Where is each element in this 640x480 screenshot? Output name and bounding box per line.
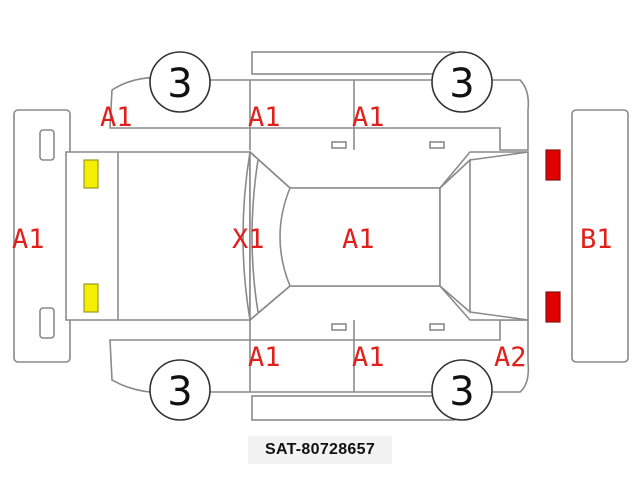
tire-front-right: 3 — [149, 359, 211, 421]
headlamp-right — [83, 283, 99, 313]
rear-bumper — [571, 109, 629, 363]
right-side-panel — [109, 319, 530, 421]
left-side-panel — [109, 51, 530, 151]
tire-rear-left: 3 — [431, 51, 493, 113]
code-front-door-left: A1 — [248, 102, 281, 133]
code-roof: A1 — [342, 224, 375, 255]
code-rear-quarter-right: A2 — [494, 342, 527, 373]
tail-lamp-right — [545, 291, 561, 323]
code-hood-left: A1 — [100, 102, 133, 133]
code-rear-door-right: A1 — [352, 342, 385, 373]
stock-id-label: SAT-80728657 — [248, 436, 392, 464]
code-rear-bumper: B1 — [580, 224, 613, 255]
code-front-bumper: A1 — [12, 224, 45, 255]
tire-rear-right-label: 3 — [449, 369, 474, 415]
code-rear-door-left: A1 — [352, 102, 385, 133]
code-windshield: X1 — [232, 224, 265, 255]
tail-lamp-left — [545, 149, 561, 181]
headlamp-left — [83, 159, 99, 189]
code-front-door-right: A1 — [248, 342, 281, 373]
tire-rear-left-label: 3 — [449, 61, 474, 107]
tire-rear-right: 3 — [431, 359, 493, 421]
tire-front-left: 3 — [149, 51, 211, 113]
tire-front-right-label: 3 — [167, 369, 192, 415]
tire-front-left-label: 3 — [167, 61, 192, 107]
car-body-top-view — [65, 150, 529, 322]
